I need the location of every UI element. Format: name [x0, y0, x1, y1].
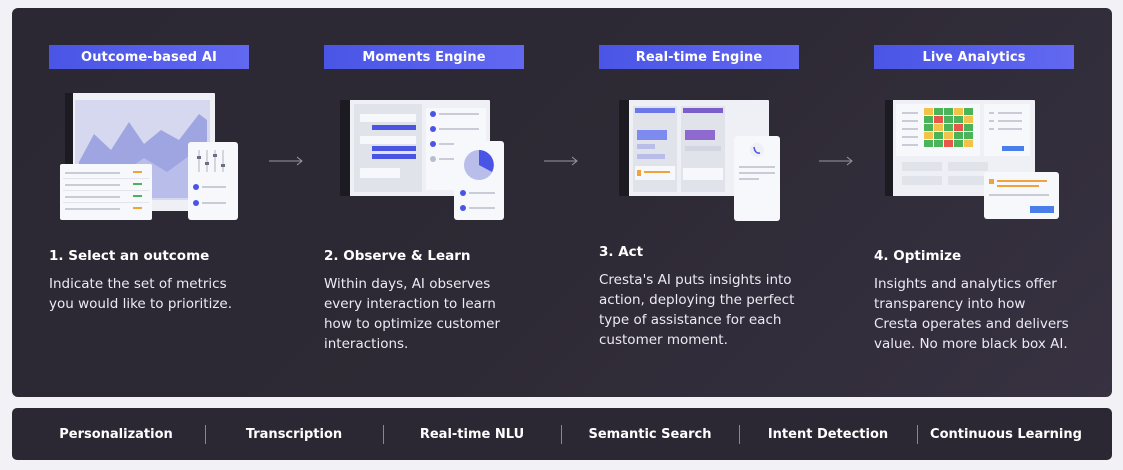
- phone-icon: [753, 146, 761, 154]
- step-title-3: 3. Act: [599, 244, 644, 260]
- real-time-illustration: [619, 100, 780, 221]
- divider: [383, 425, 384, 444]
- feature-personalization: Personalization: [59, 426, 173, 442]
- check-icon: [193, 200, 199, 206]
- divider: [205, 425, 206, 444]
- step-title-4: 4. Optimize: [874, 248, 962, 264]
- feature-semantic-search: Semantic Search: [588, 426, 712, 442]
- tag-outcome-based-ai: Outcome-based AI: [49, 45, 249, 69]
- divider: [739, 425, 740, 444]
- tag-real-time-engine: Real-time Engine: [599, 45, 799, 69]
- feature-continuous-learning: Continuous Learning: [930, 426, 1082, 442]
- divider: [561, 425, 562, 444]
- moments-illustration: [340, 100, 504, 220]
- analytics-illustration: [885, 100, 1059, 219]
- step-title-2: 2. Observe & Learn: [324, 248, 471, 264]
- outcome-illustration: [60, 93, 238, 220]
- step-title-1: 1. Select an outcome: [49, 248, 210, 264]
- check-icon: [193, 184, 199, 190]
- divider: [917, 425, 918, 444]
- feature-intent-detection: Intent Detection: [767, 426, 889, 442]
- feature-transcription: Transcription: [245, 426, 343, 442]
- tag-live-analytics: Live Analytics: [874, 45, 1074, 69]
- arrow-right-icon: [269, 156, 303, 166]
- feature-real-time-nlu: Real-time NLU: [419, 426, 525, 442]
- tag-moments-engine: Moments Engine: [324, 45, 524, 69]
- feature-bar: Personalization Transcription Real-time …: [12, 408, 1112, 460]
- arrow-right-icon: [819, 156, 853, 166]
- arrow-right-icon: [544, 156, 578, 166]
